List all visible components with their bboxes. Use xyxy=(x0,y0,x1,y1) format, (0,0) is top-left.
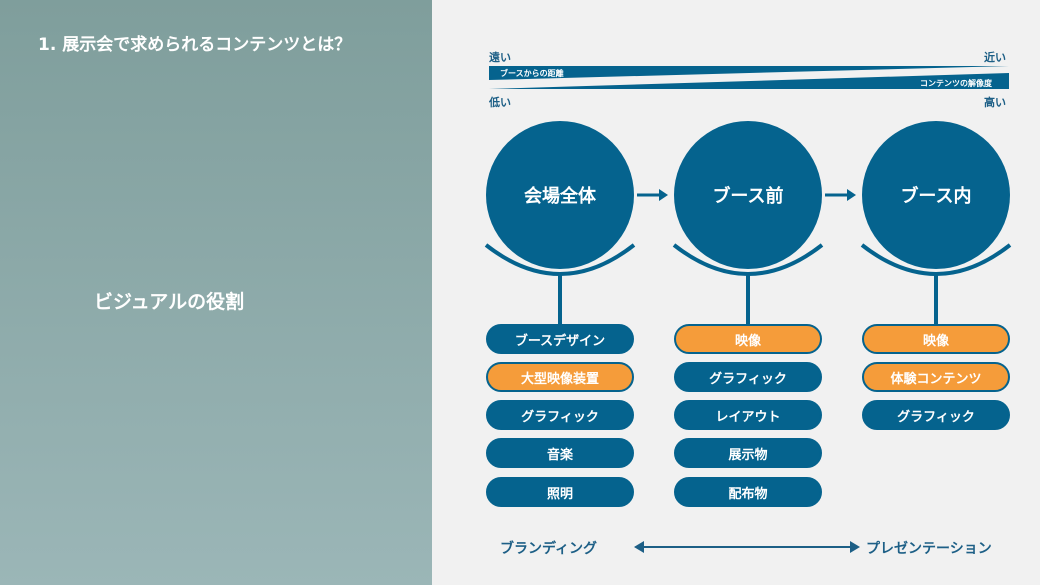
scale-near-label: 近い xyxy=(984,51,1006,64)
distance-wedge xyxy=(489,66,1009,80)
arrow-right-icon xyxy=(825,189,856,201)
item-pill-highlight: 大型映像装置 xyxy=(486,362,634,392)
item-pill: グラフィック xyxy=(862,400,1010,430)
stage-stem-venue xyxy=(558,275,562,325)
item-pill: 照明 xyxy=(486,477,634,507)
item-pill: 展示物 xyxy=(674,438,822,468)
item-pill-highlight: 映像 xyxy=(674,324,822,354)
item-pill: 音楽 xyxy=(486,438,634,468)
stage-circle-booth-inside: ブース内 xyxy=(862,121,1010,269)
resolution-wedge xyxy=(489,73,1009,89)
section-heading: ビジュアルの役割 xyxy=(94,291,245,313)
resolution-label: コンテンツの解像度 xyxy=(920,79,992,88)
item-pill-highlight: 映像 xyxy=(862,324,1010,354)
item-pill-highlight: 体験コンテンツ xyxy=(862,362,1010,392)
footer-right-label: プレゼンテーション xyxy=(866,541,992,557)
stage-arc-venue xyxy=(484,243,636,276)
scale-far-label: 遠い xyxy=(489,51,511,64)
stage-circle-booth-front: ブース前 xyxy=(674,121,822,269)
scale-low-label: 低い xyxy=(489,96,511,109)
stage-arc-booth-front xyxy=(672,243,824,276)
item-pill: ブースデザイン xyxy=(486,324,634,354)
item-pill: レイアウト xyxy=(674,400,822,430)
arrow-right-icon xyxy=(637,189,668,201)
item-pill: グラフィック xyxy=(486,400,634,430)
stage-stem-booth-front xyxy=(746,275,750,325)
item-pill: 配布物 xyxy=(674,477,822,507)
stage-stem-booth-inside xyxy=(934,275,938,325)
double-arrow-icon xyxy=(634,541,860,553)
left-panel: 1. 展示会で求められるコンテンツとは？ ビジュアルの役割 xyxy=(0,0,432,585)
stage-circle-venue: 会場全体 xyxy=(486,121,634,269)
stage-arc-booth-inside xyxy=(860,243,1012,276)
distance-label: ブースからの距離 xyxy=(500,69,564,78)
slide-title: 1. 展示会で求められるコンテンツとは？ xyxy=(38,35,352,55)
scale-high-label: 高い xyxy=(984,96,1006,109)
item-pill: グラフィック xyxy=(674,362,822,392)
footer-left-label: ブランディング xyxy=(500,541,598,557)
